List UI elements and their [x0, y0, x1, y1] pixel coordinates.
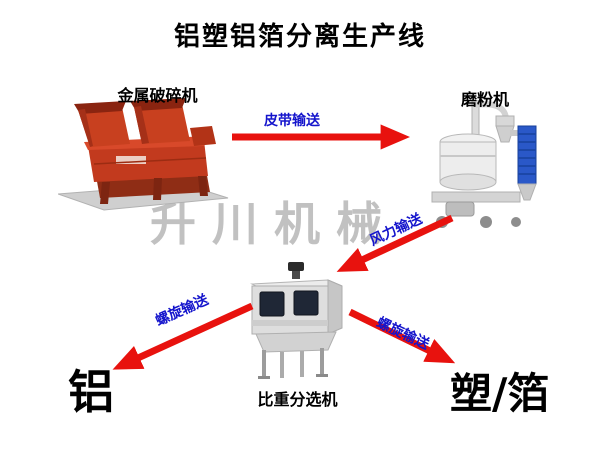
output-plastic-foil-label: 塑/箔 — [450, 369, 550, 418]
crusher-label: 金属破碎机 — [117, 88, 198, 105]
output-aluminum-label: 铝 — [68, 366, 114, 418]
mill-label: 磨粉机 — [460, 92, 509, 109]
mill-image — [431, 100, 537, 228]
page-title: 铝塑铝箔分离生产线 — [173, 21, 426, 51]
belt-flow-label: 皮带输送 — [264, 112, 320, 128]
separator-label: 比重分选机 — [257, 392, 338, 409]
screw-left-flow-label: 螺旋输送 — [152, 291, 211, 329]
crusher-image — [58, 98, 229, 211]
separator-image — [250, 262, 343, 379]
screw-right-flow-label: 螺旋输送 — [374, 313, 432, 352]
watermark: 升川机械 — [150, 198, 398, 250]
